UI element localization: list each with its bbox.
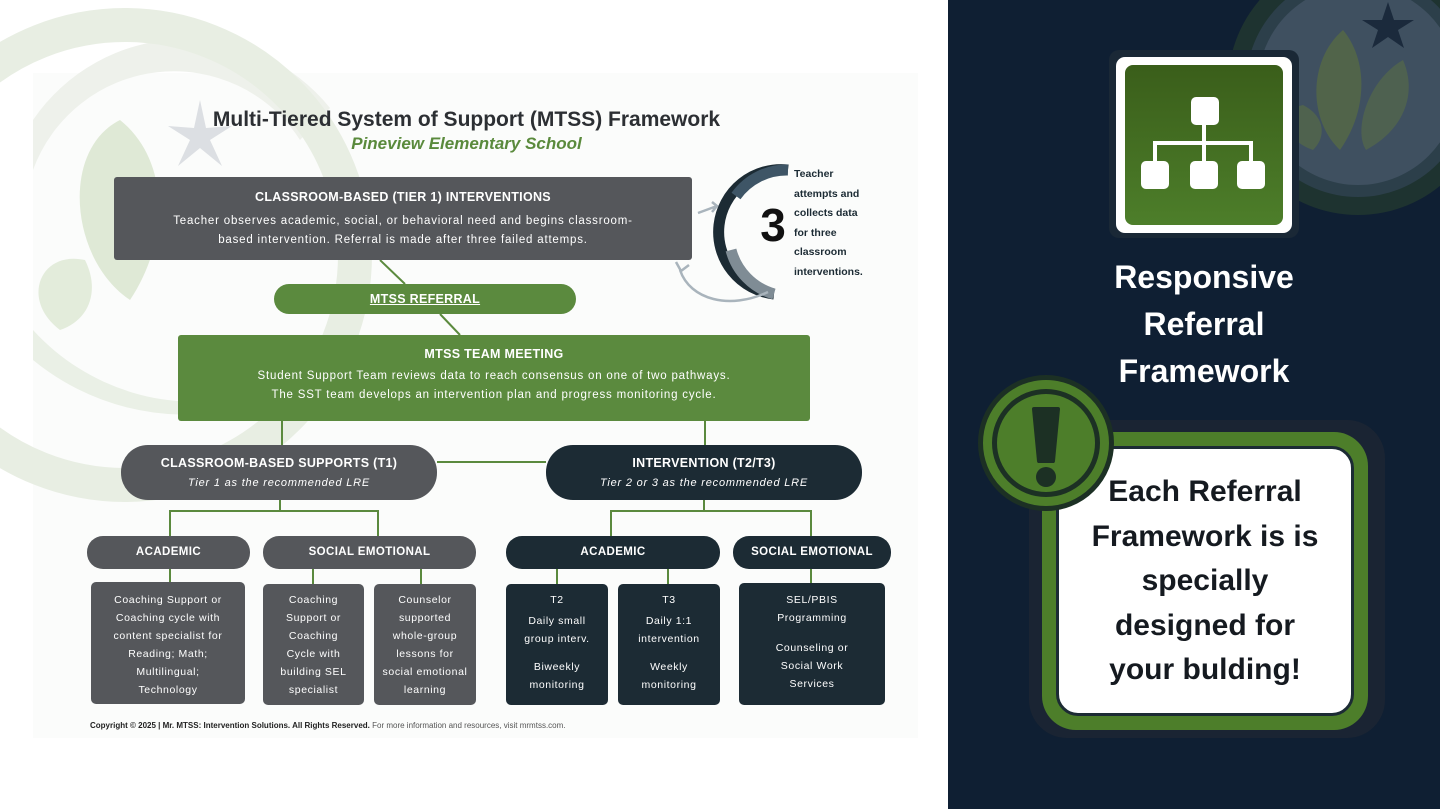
intervention-heading: INTERVENTION (T2/T3): [632, 456, 776, 470]
card-line: Services: [789, 678, 835, 690]
card-line: Programming: [777, 612, 847, 624]
tier1-heading: CLASSROOM-BASED (TIER 1) INTERVENTIONS: [255, 190, 551, 204]
callout-line: Framework is is: [1091, 519, 1319, 553]
card-line: Counselor: [398, 594, 452, 606]
card-line: Reading; Math;: [128, 648, 208, 660]
t2-card: T2 Daily small group interv. Biweekly mo…: [506, 584, 608, 705]
t1-academic-chip: ACADEMIC: [87, 536, 250, 569]
t3-card: T3 Daily 1:1 intervention Weekly monitor…: [618, 584, 720, 705]
sidebar-title: Responsive Referral Framework: [1044, 254, 1364, 395]
card-line: Social Work: [780, 660, 844, 672]
meeting-line-2: The SST team develops an intervention pl…: [271, 389, 717, 401]
diagram-connectors: [169, 164, 812, 584]
t23-academic-chip: ACADEMIC: [506, 536, 720, 569]
card-line: Weekly: [650, 661, 688, 673]
supports-heading: CLASSROOM-BASED SUPPORTS (T1): [160, 456, 398, 470]
card-line: Daily 1:1: [645, 615, 693, 627]
card-line: social emotional: [382, 666, 468, 678]
card-line: Support or: [285, 612, 342, 624]
team-meeting-box: MTSS TEAM MEETING Student Support Team r…: [178, 335, 810, 421]
card-line: whole-group: [392, 630, 458, 642]
sidebar-title-line: Responsive: [1114, 259, 1294, 295]
t1-social-card-b: Counselor supported whole-group lessons …: [374, 584, 476, 705]
sidebar-panel: Responsive Referral Framework Each Refer…: [948, 0, 1440, 809]
card-line: building SEL: [280, 666, 347, 678]
card-line: Coaching: [288, 594, 339, 606]
meeting-line-1: Student Support Team reviews data to rea…: [257, 370, 731, 382]
tier1-line-2: based intervention. Referral is made aft…: [218, 234, 588, 246]
card-line: monitoring: [529, 679, 585, 691]
cycle-line: for three: [794, 226, 837, 239]
card-line: Counseling or: [775, 642, 849, 654]
diagram-panel: Multi-Tiered System of Support (MTSS) Fr…: [0, 8, 891, 730]
card-line: Coaching Support or: [114, 594, 222, 606]
mtss-referral-pill: MTSS REFERRAL: [274, 284, 576, 314]
tier1-interventions-box: CLASSROOM-BASED (TIER 1) INTERVENTIONS T…: [114, 177, 692, 260]
intervention-sub: Tier 2 or 3 as the recommended LRE: [599, 477, 809, 489]
callout-line: your bulding!: [1109, 653, 1301, 686]
t1-social-card-a: Coaching Support or Coaching Cycle with …: [263, 584, 364, 705]
sidebar-title-line: Referral: [1143, 306, 1265, 342]
card-line: Cycle with: [286, 648, 341, 660]
card-line: Technology: [138, 684, 198, 696]
cycle-line: interventions.: [794, 265, 863, 278]
org-chart-icon-svg: [1141, 97, 1265, 189]
card-line: content specialist for: [113, 630, 223, 642]
sidebar-title-line: Framework: [1118, 353, 1290, 389]
t2-label: T2: [550, 594, 564, 606]
callout-text: Each Referral Framework is is specially …: [1060, 470, 1350, 693]
intervention-pill: INTERVENTION (T2/T3) Tier 2 or 3 as the …: [546, 445, 862, 500]
cycle-description: Teacher attempts and collects data for t…: [794, 165, 884, 282]
callout-box: [1056, 446, 1354, 716]
cycle-line: attempts and: [794, 187, 860, 200]
sel-card: SEL/PBIS Programming Counseling or Socia…: [739, 583, 885, 705]
diagram-subtitle: Pineview Elementary School: [351, 134, 582, 153]
card-line: lessons for: [396, 648, 454, 660]
supports-sub: Tier 1 as the recommended LRE: [187, 477, 371, 489]
exclamation-icon: [1032, 407, 1060, 487]
exclamation-badge-ring: [992, 389, 1100, 497]
cycle-ring-icon: [674, 164, 789, 303]
t23-social-emotional-chip: SOCIAL EMOTIONAL: [733, 536, 891, 569]
card-line: Coaching: [288, 630, 339, 642]
t3-label: T3: [662, 594, 676, 606]
t1-social-emotional-chip: SOCIAL EMOTIONAL: [263, 536, 476, 569]
org-chart-icon: [1125, 65, 1283, 225]
card-line: Coaching cycle with: [115, 612, 221, 624]
card-line: Daily small: [528, 615, 586, 627]
cycle-number: 3: [760, 199, 786, 251]
card-line: group interv.: [524, 633, 590, 645]
callout-line: designed for: [1114, 608, 1295, 642]
card-line: monitoring: [641, 679, 697, 691]
card-line: Multilingual;: [136, 666, 200, 678]
copyright-rest: For more information and resources, visi…: [369, 721, 566, 730]
card-line: SEL/PBIS: [786, 594, 838, 606]
cycle-line: classroom: [794, 246, 847, 258]
meeting-heading: MTSS TEAM MEETING: [424, 347, 564, 361]
cycle-line: Teacher: [794, 168, 834, 180]
diagram-title: Multi-Tiered System of Support (MTSS) Fr…: [212, 108, 721, 131]
card-line: intervention: [638, 633, 700, 645]
card-line: learning: [403, 684, 447, 696]
callout-line: specially: [1141, 564, 1269, 597]
referral-label: MTSS REFERRAL: [369, 292, 481, 306]
copyright-line: Copyright © 2025 | Mr. MTSS: Interventio…: [90, 721, 566, 730]
callout-line: Each Referral: [1108, 475, 1302, 508]
classroom-supports-pill: CLASSROOM-BASED SUPPORTS (T1) Tier 1 as …: [121, 445, 437, 500]
t1-academic-card: Coaching Support or Coaching cycle with …: [91, 582, 245, 704]
copyright-bold: Copyright © 2025 | Mr. MTSS: Interventio…: [90, 721, 370, 730]
tier1-line-1: Teacher observes academic, social, or be…: [173, 215, 633, 227]
card-line: Biweekly: [533, 661, 581, 673]
card-line: supported: [398, 612, 452, 624]
cycle-line: collects data: [794, 207, 858, 219]
card-line: specialist: [288, 684, 339, 696]
